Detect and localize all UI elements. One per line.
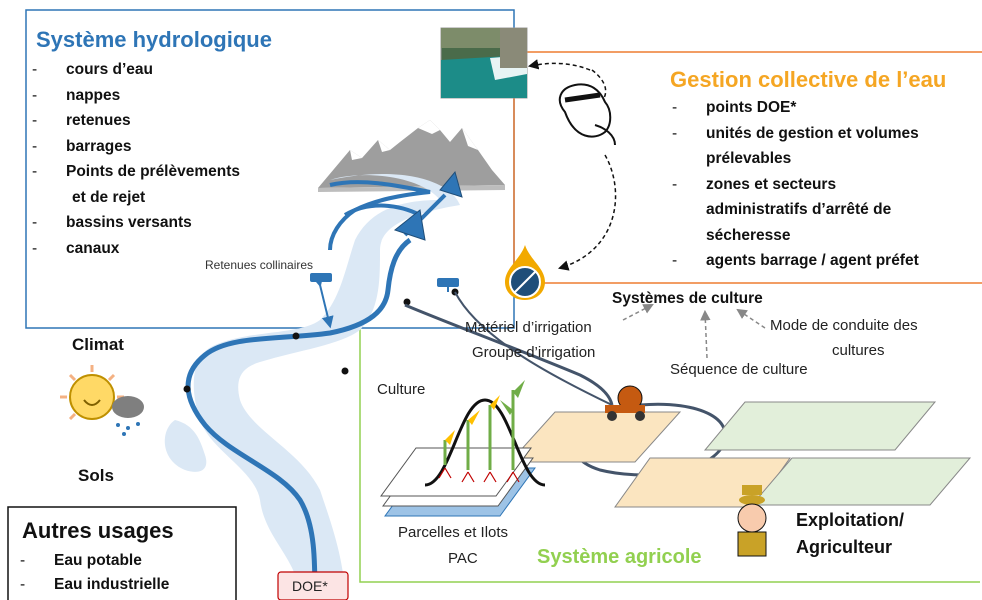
farmer-icon (737, 485, 767, 557)
autres-item: Eau potable (18, 549, 169, 573)
river-halo (193, 174, 460, 600)
exploitation-label-1: Exploitation/ (796, 510, 904, 530)
weather-icon (60, 365, 144, 436)
systemes-culture-label: Systèmes de culture (612, 290, 763, 307)
parcel-4 (750, 457, 972, 506)
hydro-item: nappes (30, 83, 240, 109)
hydro-item: canaux (30, 236, 240, 262)
parcelles-label-2: PAC (448, 550, 478, 567)
exploitation-label-2: Agriculteur (796, 537, 893, 557)
culture-label: Culture (377, 381, 426, 398)
hydro-list: cours d’eau nappes retenues barrages Poi… (30, 57, 240, 261)
gestion-list: points DOE* unités de gestion et volumes… (670, 95, 919, 274)
agri-box (359, 283, 980, 583)
river-branch (328, 180, 431, 251)
dam-photo (440, 27, 528, 99)
river-main (185, 237, 412, 600)
crop-plants (443, 390, 515, 470)
groupe-label: Groupe d’irrigation (472, 344, 596, 361)
doe-box (277, 571, 349, 600)
irrigation-machine (605, 385, 645, 421)
parcel-2 (703, 401, 937, 451)
autres-list: Eau potable Eau industrielle (18, 549, 169, 597)
water-drop-icon (505, 245, 545, 300)
hydro-item: cours d’eau (30, 57, 240, 83)
materiel-label: Matériel d’irrigation (465, 319, 592, 336)
autres-item: Eau industrielle (18, 573, 169, 597)
mode-label-2: cultures (832, 342, 885, 359)
sequence-label: Séquence de culture (670, 361, 808, 378)
doe-label: DOE* (292, 578, 328, 594)
hydro-item: bassins versants (30, 210, 240, 236)
irrigation-canal (404, 303, 614, 406)
hydro-item: barrages (30, 134, 240, 160)
retenues-label: Retenues collinaires (205, 258, 314, 272)
hydro-item: retenues (30, 108, 240, 134)
systeme-agricole-title: Système agricole (537, 546, 702, 568)
parcel-1 (508, 411, 682, 463)
thinking-person (558, 83, 616, 146)
gestion-title: Gestion collective de l’eau (670, 67, 947, 92)
autres-title: Autres usages (22, 518, 174, 543)
parcelles-label-1: Parcelles et Ilots (398, 524, 509, 541)
mode-label-1: Mode de conduite des (770, 317, 918, 334)
gestion-item: points DOE* (670, 95, 919, 121)
gestion-item: agents barrage / agent préfet (670, 248, 919, 274)
hydro-title: Système hydrologique (36, 27, 272, 52)
climat-label: Climat (72, 335, 124, 354)
sols-label: Sols (78, 466, 114, 485)
